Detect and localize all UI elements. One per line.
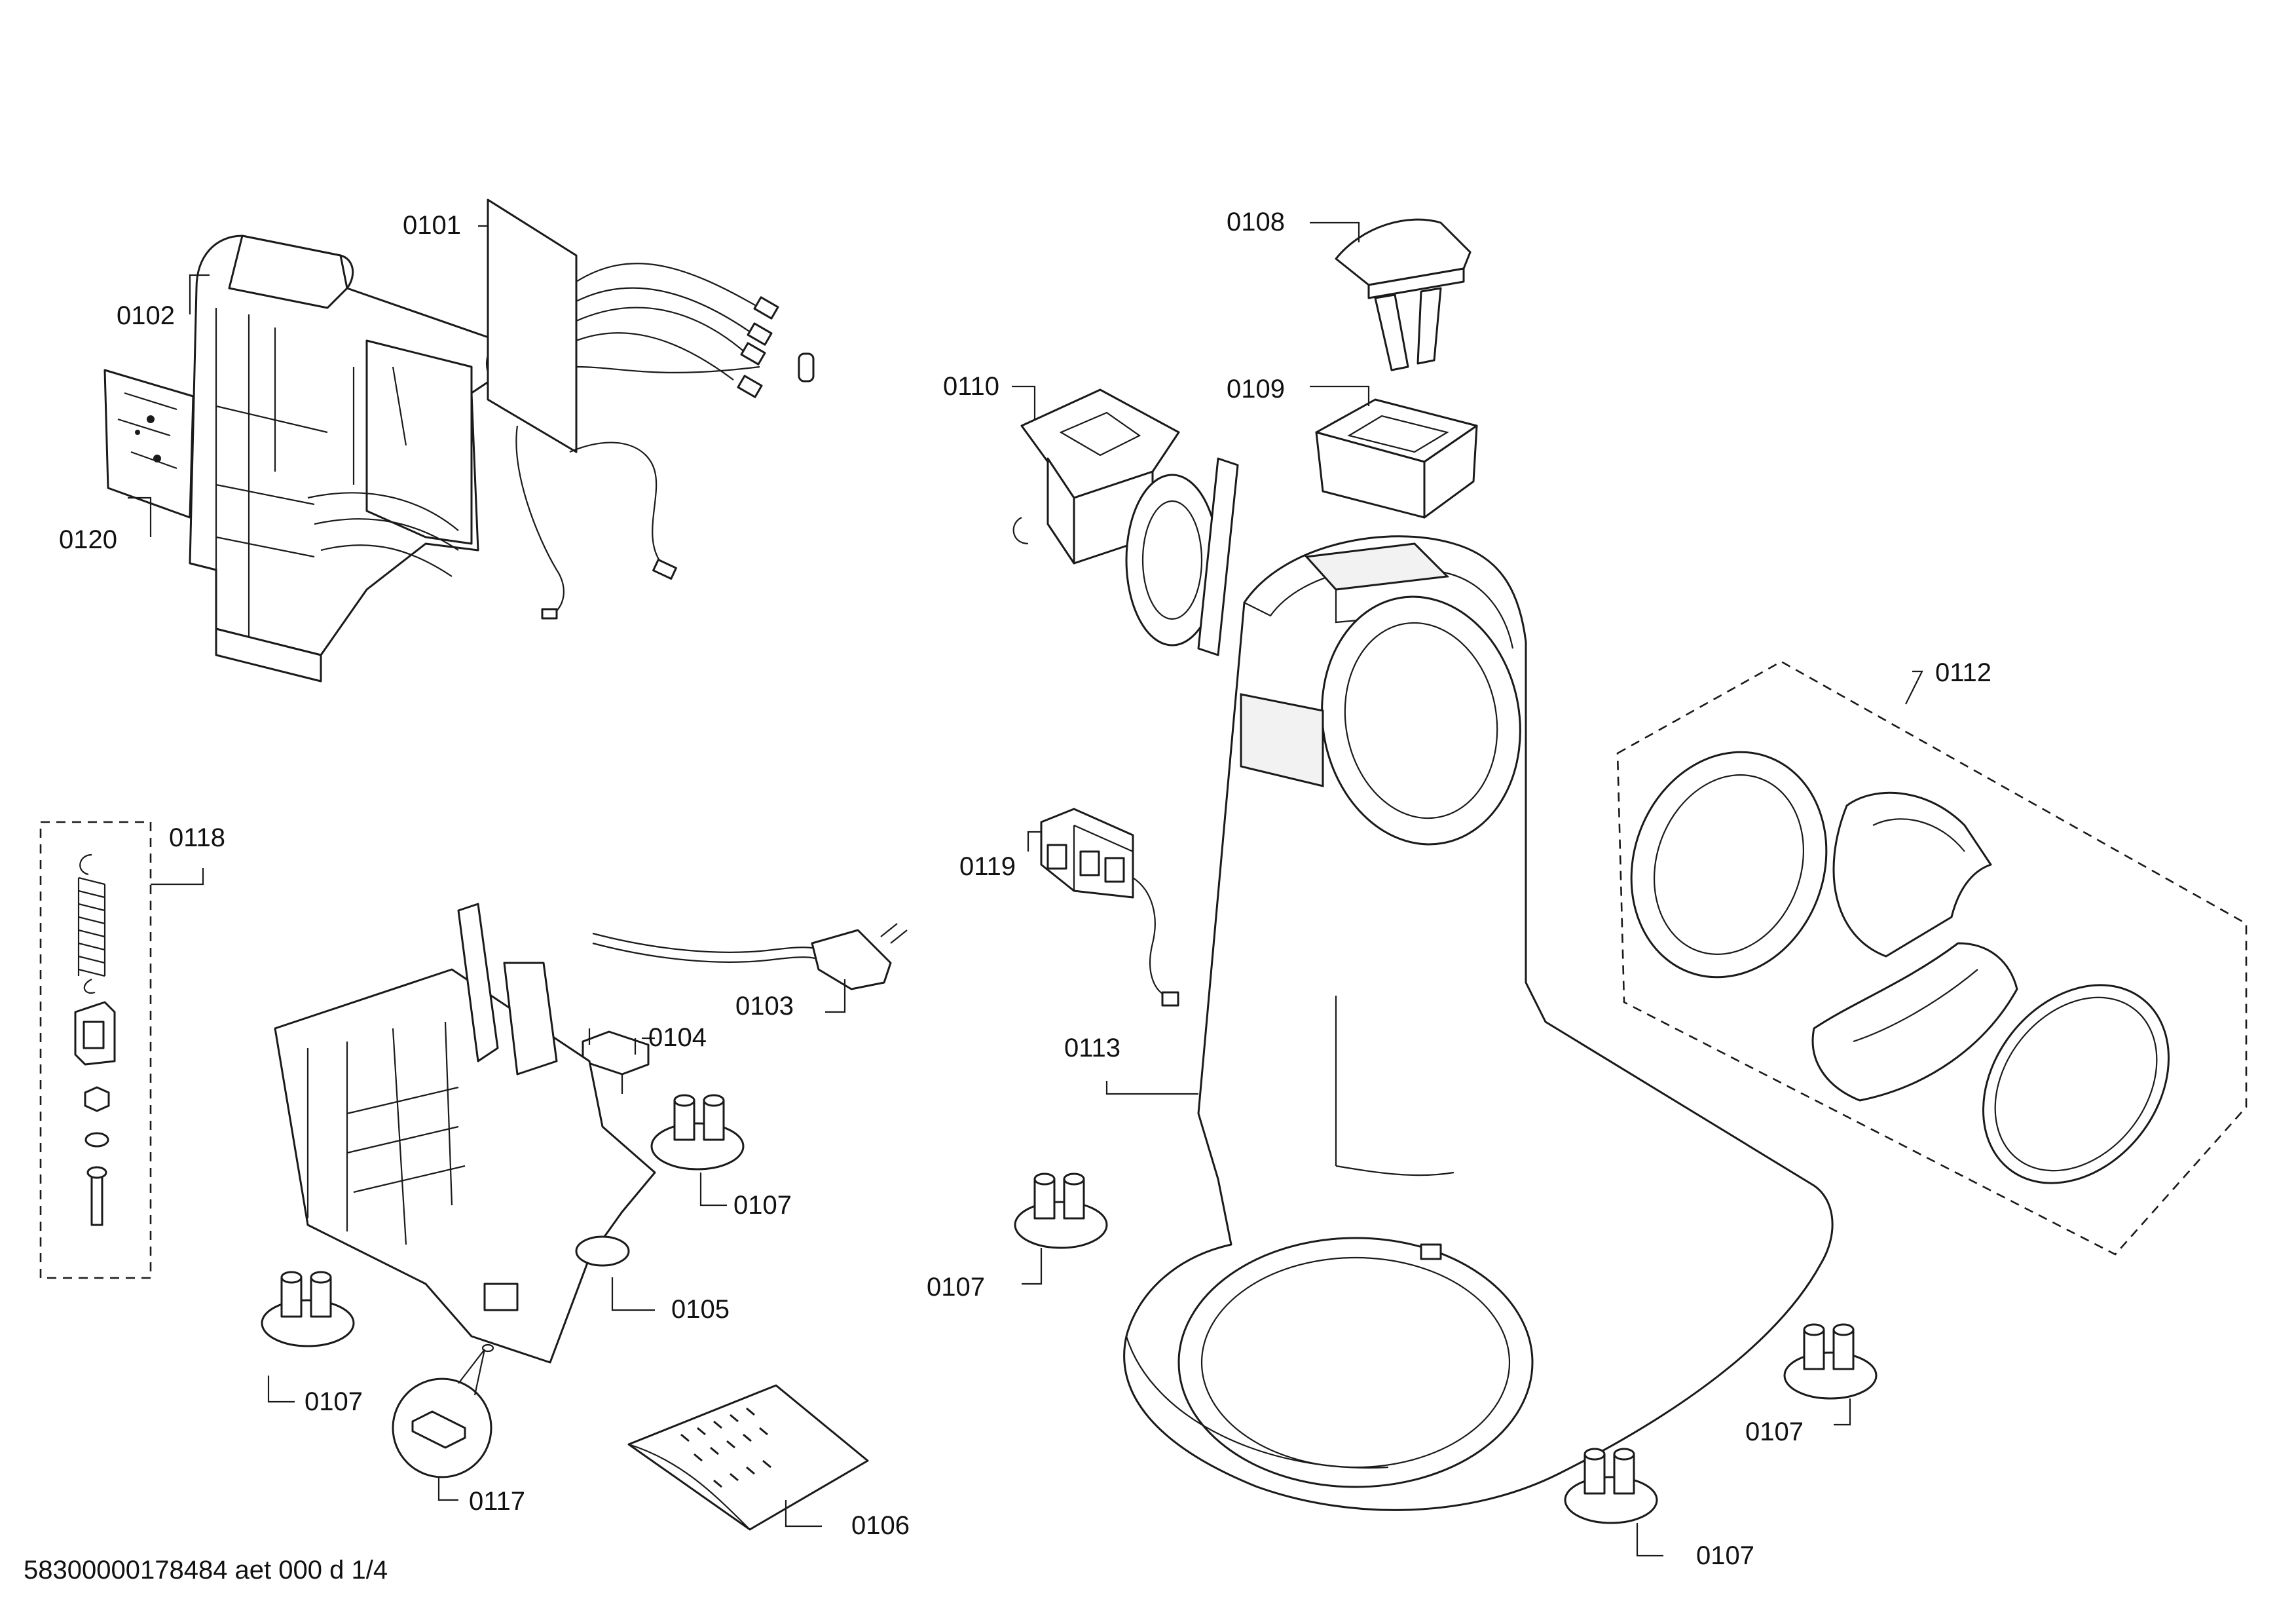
part-0112-ring-set — [1616, 660, 2248, 1256]
label-0107-a: 0107 — [733, 1191, 792, 1220]
label-0107-d: 0107 — [1745, 1417, 1804, 1446]
part-0107-foot-c — [261, 1271, 355, 1347]
label-0101: 0101 — [403, 211, 461, 240]
part-0102-housing-frame — [189, 235, 499, 683]
part-0120-pcb — [103, 369, 194, 519]
part-0106-screw-bag — [627, 1384, 869, 1531]
part-0107-foot-a — [650, 1094, 745, 1171]
part-0107-foot-b — [1014, 1173, 1108, 1249]
label-0117: 0117 — [469, 1487, 525, 1516]
part-0101-control-board — [487, 198, 815, 620]
part-0118-spring-kit — [39, 821, 152, 1279]
part-0107-foot-e — [1564, 1448, 1658, 1524]
part-0105-base-frame — [274, 903, 656, 1364]
label-0104: 0104 — [648, 1023, 707, 1052]
label-0105: 0105 — [671, 1295, 730, 1324]
label-0108: 0108 — [1227, 208, 1285, 236]
label-0118: 0118 — [169, 823, 225, 852]
label-0106: 0106 — [851, 1511, 910, 1540]
label-0107-b: 0107 — [927, 1273, 985, 1302]
label-0107-c: 0107 — [305, 1387, 363, 1416]
label-0119: 0119 — [959, 852, 1016, 881]
part-0108-lever-button — [1335, 218, 1472, 371]
label-0109: 0109 — [1227, 375, 1285, 404]
leader-lines — [128, 221, 1923, 1557]
label-0120: 0120 — [59, 525, 117, 554]
part-0117-clip — [392, 1343, 494, 1478]
part-0103-power-cord — [592, 923, 908, 990]
label-0113: 0113 — [1064, 1034, 1120, 1062]
part-0119-switch-module — [1040, 808, 1179, 1007]
document-id: 58300000178484 aet 000 d 1/4 — [24, 1556, 388, 1585]
label-0107-e: 0107 — [1696, 1541, 1754, 1570]
part-0113-main-housing — [1123, 535, 1834, 1511]
label-0110: 0110 — [943, 372, 999, 401]
part-0110-gear-unit — [1012, 388, 1239, 656]
part-labels: 0101 0102 0120 0110 0108 0109 0112 0118 … — [59, 208, 1991, 1570]
part-0109-lever-socket — [1315, 398, 1478, 519]
part-0104-bracket — [582, 1028, 650, 1094]
label-0112: 0112 — [1935, 658, 1991, 687]
part-0107-foot-d — [1783, 1323, 1878, 1400]
label-0103: 0103 — [735, 992, 794, 1021]
label-0102: 0102 — [117, 301, 175, 330]
